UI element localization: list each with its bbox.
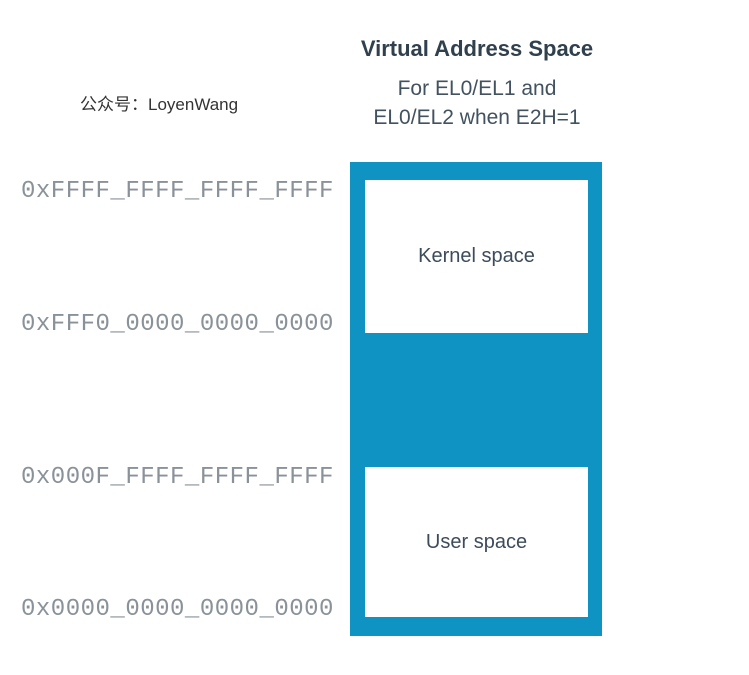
kernel-space-region: Kernel space <box>365 180 588 333</box>
diagram-title: Virtual Address Space <box>360 36 594 61</box>
address-label-kernel-bottom: 0xFFF0_0000_0000_0000 <box>21 311 334 338</box>
kernel-space-label: Kernel space <box>418 245 535 267</box>
user-space-label: User space <box>425 530 528 553</box>
address-label-bottom: 0x0000_0000_0000_0000 <box>21 596 334 623</box>
diagram-subtitle: For EL0/EL1 and EL0/EL2 when E2H=1 <box>340 74 614 132</box>
memory-map-rect: Kernel space User space <box>350 162 602 636</box>
user-space-region: User space <box>365 467 588 617</box>
watermark-text: 公众号：LoyenWang <box>80 95 239 114</box>
address-label-user-top: 0x000F_FFFF_FFFF_FFFF <box>21 464 334 491</box>
subtitle-line-1: For EL0/EL1 and <box>397 77 557 100</box>
address-label-top: 0xFFFF_FFFF_FFFF_FFFF <box>21 178 334 205</box>
diagram-header: Virtual Address Space For EL0/EL1 and EL… <box>340 36 614 132</box>
subtitle-line-2: EL0/EL2 when E2H=1 <box>373 106 581 129</box>
